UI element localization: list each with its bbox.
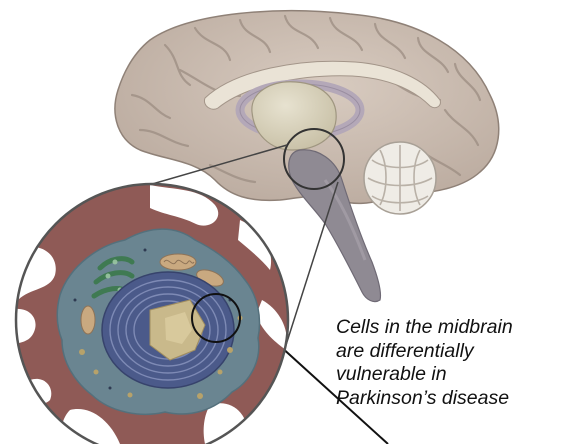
caption: Cells in the midbrain are differentially… (336, 316, 566, 410)
caption-line-4: Parkinson’s disease (336, 387, 566, 411)
caption-line-1: Cells in the midbrain (336, 316, 566, 340)
caption-line-3: vulnerable in (336, 363, 566, 387)
thalamus (252, 82, 336, 150)
nucleus (102, 272, 234, 388)
magnified-cell (0, 180, 300, 444)
caption-line-2: are differentially (336, 340, 566, 364)
cerebellum (364, 142, 436, 214)
